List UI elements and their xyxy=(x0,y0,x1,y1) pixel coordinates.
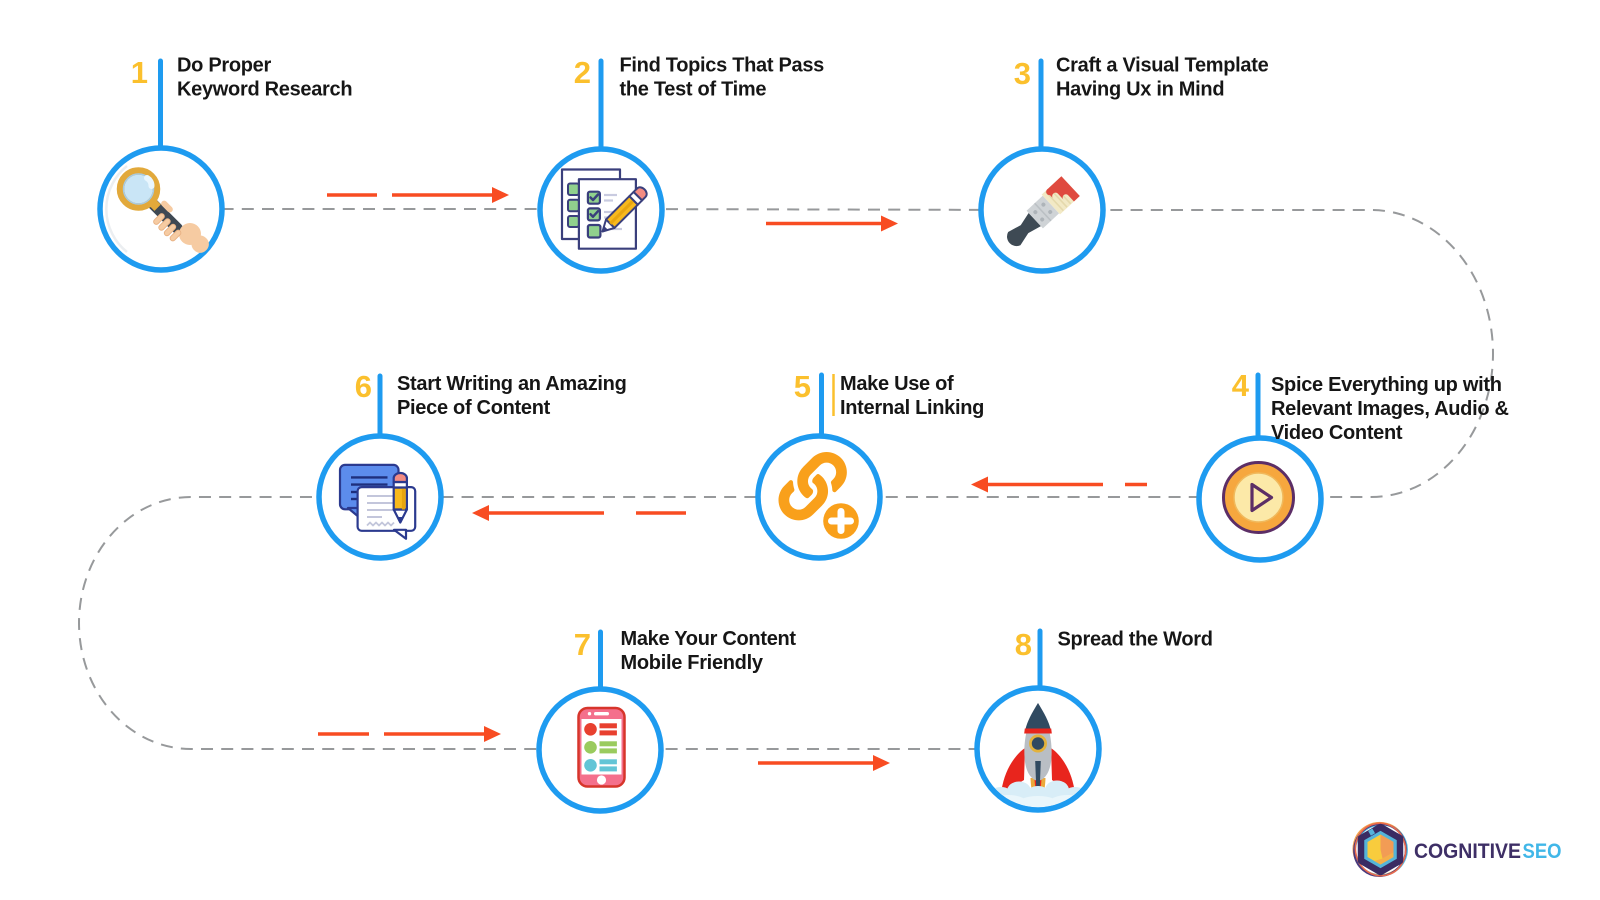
svg-text:Spread the Word: Spread the Word xyxy=(1058,629,1213,651)
svg-text:SEO: SEO xyxy=(1523,839,1562,863)
svg-text:2: 2 xyxy=(574,55,591,90)
svg-text:1: 1 xyxy=(131,55,148,90)
svg-text:5: 5 xyxy=(794,369,811,404)
svg-text:7: 7 xyxy=(574,627,591,662)
svg-text:4: 4 xyxy=(1232,368,1250,403)
svg-text:6: 6 xyxy=(355,369,372,404)
svg-text:COGNITIVE: COGNITIVE xyxy=(1414,839,1521,863)
svg-text:3: 3 xyxy=(1014,56,1031,91)
svg-text:8: 8 xyxy=(1015,627,1032,662)
